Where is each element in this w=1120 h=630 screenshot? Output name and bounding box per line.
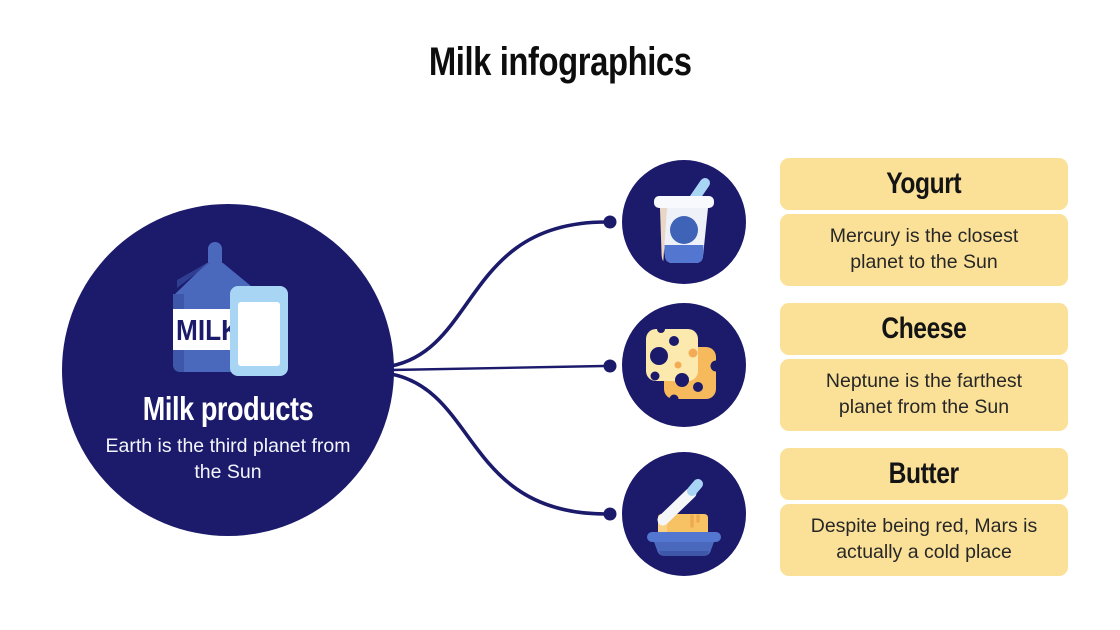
yogurt-card-body: Mercury is the closest planet to the Sun [780, 214, 1068, 286]
yogurt-card-heading: Yogurt [886, 167, 962, 200]
milk-carton-label: MILK [176, 315, 240, 347]
cheese-card-body: Neptune is the farthest planet from the … [780, 359, 1068, 431]
hub-description: Earth is the third planet from the Sun [105, 435, 351, 483]
connector-dot-middle [603, 359, 617, 373]
hub-circle: MILK Milk products Earth is the third pl… [62, 204, 394, 536]
cheese-card-heading: Cheese [881, 312, 967, 345]
yogurt-circle [622, 160, 746, 284]
yogurt-card-header: Yogurt [780, 158, 1068, 210]
butter-icon [647, 479, 721, 556]
page-title-text: Milk infographics [428, 40, 692, 84]
butter-card-heading: Butter [889, 457, 959, 490]
connector-top-curve [390, 220, 607, 368]
cheese-icon [646, 325, 722, 404]
hub-heading: Milk products [62, 390, 394, 428]
cheese-circle [622, 303, 746, 427]
yogurt-icon [654, 178, 714, 263]
connector-bottom-curve [390, 372, 607, 516]
connector-dot-top [603, 215, 617, 229]
hub-heading-text: Milk products [142, 390, 314, 427]
butter-circle [622, 452, 746, 576]
butter-card-header: Butter [780, 448, 1068, 500]
page-title: Milk infographics [0, 40, 1120, 85]
connector-middle-line [390, 364, 605, 372]
butter-card-body: Despite being red, Mars is actually a co… [780, 504, 1068, 576]
milk-carton-icon: MILK [173, 242, 288, 376]
cheese-card-header: Cheese [780, 303, 1068, 355]
connector-dot-bottom [603, 507, 617, 521]
